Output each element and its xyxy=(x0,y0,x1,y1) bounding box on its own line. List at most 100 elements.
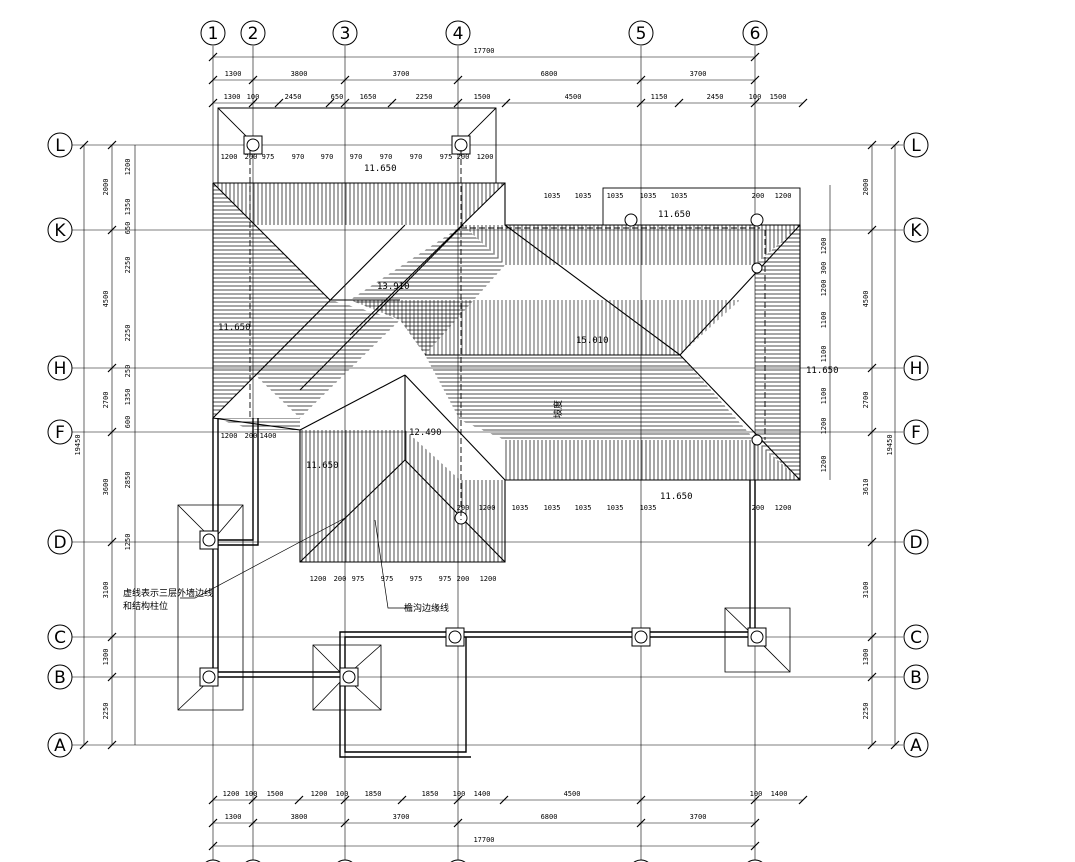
roof-dim-right-top: 1200 xyxy=(775,192,792,200)
dim-bottom-main: 1300 xyxy=(225,813,242,821)
dim-right-detail: 300 xyxy=(820,262,828,275)
elevation-mark: 15.010 xyxy=(576,336,609,346)
dim-bottom-detail: 1850 xyxy=(365,790,382,798)
axis-label-C: C xyxy=(54,628,66,648)
dim-top-main: 3700 xyxy=(393,70,410,78)
elevation-mark: 11.650 xyxy=(306,461,339,471)
eave-lines xyxy=(217,107,801,226)
axis-label-D: D xyxy=(53,533,66,553)
roof-dim-top: 1200 xyxy=(221,153,238,161)
roof-dim-lower-right: 1035 xyxy=(512,504,529,512)
dim-top-total: 17700 xyxy=(473,47,494,55)
dim-top-detail: 100 xyxy=(247,93,260,101)
axis-label-2: 2 xyxy=(248,24,259,44)
roof-dim-mid: 200 xyxy=(245,432,258,440)
dim-left-detail: 2250 xyxy=(124,325,132,342)
dim-bottom-detail: 1400 xyxy=(474,790,491,798)
axis-label-3: 3 xyxy=(340,24,351,44)
building-walls xyxy=(208,418,756,758)
axis-label-D-right: D xyxy=(909,533,922,553)
dim-top-detail: 2450 xyxy=(285,93,302,101)
dim-bottom-main: 3800 xyxy=(291,813,308,821)
roof-dim-lower: 975 xyxy=(410,575,423,583)
roof-dim-top: 970 xyxy=(380,153,393,161)
roof-dim-right-top: 1035 xyxy=(544,192,561,200)
roof-dim-top: 200 xyxy=(457,153,470,161)
dim-left-detail: 1350 xyxy=(124,199,132,216)
dim-left-detail: 650 xyxy=(124,222,132,235)
dashed-wall-lines xyxy=(249,150,766,520)
note-slope: 坡度 xyxy=(552,400,564,418)
row-axis-bubbles-left xyxy=(47,132,73,758)
roof-dim-mid: 1400 xyxy=(260,432,277,440)
dim-left-detail: 1200 xyxy=(124,159,132,176)
column-axis-bubbles-top xyxy=(200,20,768,46)
dim-right-detail: 1100 xyxy=(820,388,828,405)
dim-bottom-detail: 1850 xyxy=(422,790,439,798)
dim-top-detail: 2250 xyxy=(416,93,433,101)
dimension-ticks xyxy=(79,52,900,851)
dim-left-main: 2250 xyxy=(102,703,110,720)
dim-left-main: 3100 xyxy=(102,582,110,599)
elevation-mark: 11.650 xyxy=(218,323,251,333)
dim-right-detail: 1200 xyxy=(820,238,828,255)
dim-right-detail: 1200 xyxy=(820,280,828,297)
dim-left-detail: 1250 xyxy=(124,534,132,551)
axis-label-K-right: K xyxy=(910,221,922,241)
column-axis-labels-top: 1 2 3 4 5 6 xyxy=(208,24,761,44)
left-dimension-text: 19450 2000 4500 2700 3600 3100 1300 2250… xyxy=(74,159,132,720)
axis-label-H-right: H xyxy=(910,359,923,379)
note-dashed-line-meaning: 虚线表示三层外墙边线 xyxy=(123,587,213,599)
dim-right-main: 2250 xyxy=(862,703,870,720)
axis-label-4: 4 xyxy=(453,24,464,44)
elevation-mark: 11.650 xyxy=(364,164,397,174)
dim-left-main: 4500 xyxy=(102,291,110,308)
dim-right-detail: 1200 xyxy=(820,456,828,473)
axis-label-K: K xyxy=(54,221,66,241)
dim-left-detail: 250 xyxy=(124,365,132,378)
dim-right-total: 19450 xyxy=(886,434,894,455)
dim-top-detail: 4500 xyxy=(565,93,582,101)
axis-label-5: 5 xyxy=(636,24,647,44)
note-gutter-edge: 檐沟边缘线 xyxy=(404,602,449,614)
dim-left-detail: 2850 xyxy=(124,472,132,489)
roof-dim-right-top: 200 xyxy=(752,192,765,200)
right-dimension-text: 19450 2000 4500 2700 3610 3100 1300 2250… xyxy=(820,179,894,720)
dim-right-detail: 1100 xyxy=(820,312,828,329)
dim-bottom-detail: 100 xyxy=(245,790,258,798)
dim-top-detail: 1500 xyxy=(770,93,787,101)
dim-bottom-detail: 1500 xyxy=(267,790,284,798)
axis-label-B-right: B xyxy=(910,668,922,688)
dim-top-detail: 1500 xyxy=(474,93,491,101)
dim-right-main: 3100 xyxy=(862,582,870,599)
elevation-mark: 11.650 xyxy=(658,210,691,220)
row-axis-bubbles-right xyxy=(903,132,929,758)
axis-label-F-right: F xyxy=(911,423,921,443)
row-axis-labels-left: L K H F D C B A xyxy=(53,136,66,756)
roof-dim-lower: 200 xyxy=(334,575,347,583)
dim-top-detail: 100 xyxy=(749,93,762,101)
dim-bottom-detail: 1400 xyxy=(771,790,788,798)
dim-right-main: 2000 xyxy=(862,179,870,196)
roof-dim-lower-right: 200 xyxy=(752,504,765,512)
dim-bottom-detail: 1200 xyxy=(223,790,240,798)
axis-label-6: 6 xyxy=(750,24,761,44)
dim-right-main: 1300 xyxy=(862,649,870,666)
roof-dim-top: 970 xyxy=(292,153,305,161)
roof-dim-right-top: 1035 xyxy=(575,192,592,200)
roof-dim-right-top: 1035 xyxy=(640,192,657,200)
roof-dim-lower-right: 1035 xyxy=(607,504,624,512)
roof-dim-lower: 975 xyxy=(439,575,452,583)
roof-dim-right-top: 1035 xyxy=(607,192,624,200)
roof-dim-top: 200 xyxy=(245,153,258,161)
roof-dim-lower: 975 xyxy=(381,575,394,583)
roof-dimension-text: 1200 200 975 970 970 970 970 970 975 200… xyxy=(221,153,792,583)
bottom-dimension-text: 1200 100 1500 1200 100 1850 1850 100 140… xyxy=(223,790,788,844)
leader-lines xyxy=(180,517,412,609)
elevation-marks: 11.650 13.910 11.650 15.010 12.490 11.65… xyxy=(218,164,839,502)
roof-dim-top: 970 xyxy=(350,153,363,161)
elevation-mark: 11.650 xyxy=(806,366,839,376)
roof-dim-lower: 200 xyxy=(457,575,470,583)
roof-hatching xyxy=(213,183,800,562)
